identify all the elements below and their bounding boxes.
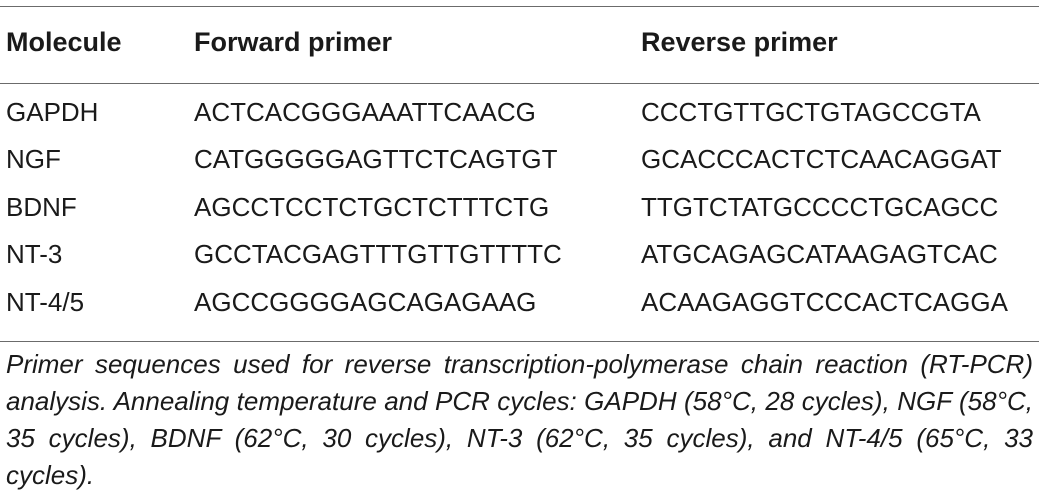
row-5-forward-primer: AGCCGGGGAGCAGAGAAG bbox=[194, 287, 537, 317]
row-3-reverse-primer: TTGTCTATGCCCCTGCAGCC bbox=[641, 192, 999, 222]
row-4-reverse-primer: ATGCAGAGCATAAGAGTCAC bbox=[641, 239, 998, 269]
row-5-molecule: NT-4/5 bbox=[6, 287, 85, 317]
table-bottom-rule bbox=[0, 341, 1039, 342]
row-1-reverse-primer: CCCTGTTGCTGTAGCCGTA bbox=[641, 97, 981, 127]
row-1-molecule: GAPDH bbox=[6, 97, 99, 127]
header-forward-primer: Forward primer bbox=[194, 27, 393, 57]
table-caption: Primer sequences used for reverse transc… bbox=[6, 349, 1033, 490]
header-divider-rule bbox=[0, 83, 1039, 84]
row-3-molecule: BDNF bbox=[6, 192, 77, 222]
row-5-reverse-primer: ACAAGAGGTCCCACTCAGGA bbox=[641, 287, 1008, 317]
header-reverse-primer: Reverse primer bbox=[641, 27, 838, 57]
row-2-molecule: NGF bbox=[6, 144, 61, 174]
row-2-reverse-primer: GCACCCACTCTCAACAGGAT bbox=[641, 144, 1002, 174]
header-molecule: Molecule bbox=[6, 27, 122, 57]
table-top-rule bbox=[0, 6, 1039, 7]
row-3-forward-primer: AGCCTCCTCTGCTCTTTCTG bbox=[194, 192, 550, 222]
row-2-forward-primer: CATGGGGGAGTTCTCAGTGT bbox=[194, 144, 558, 174]
row-4-molecule: NT-3 bbox=[6, 239, 63, 269]
row-4-forward-primer: GCCTACGAGTTTGTTGTTTTC bbox=[194, 239, 562, 269]
row-1-forward-primer: ACTCACGGGAAATTCAACG bbox=[194, 97, 536, 127]
